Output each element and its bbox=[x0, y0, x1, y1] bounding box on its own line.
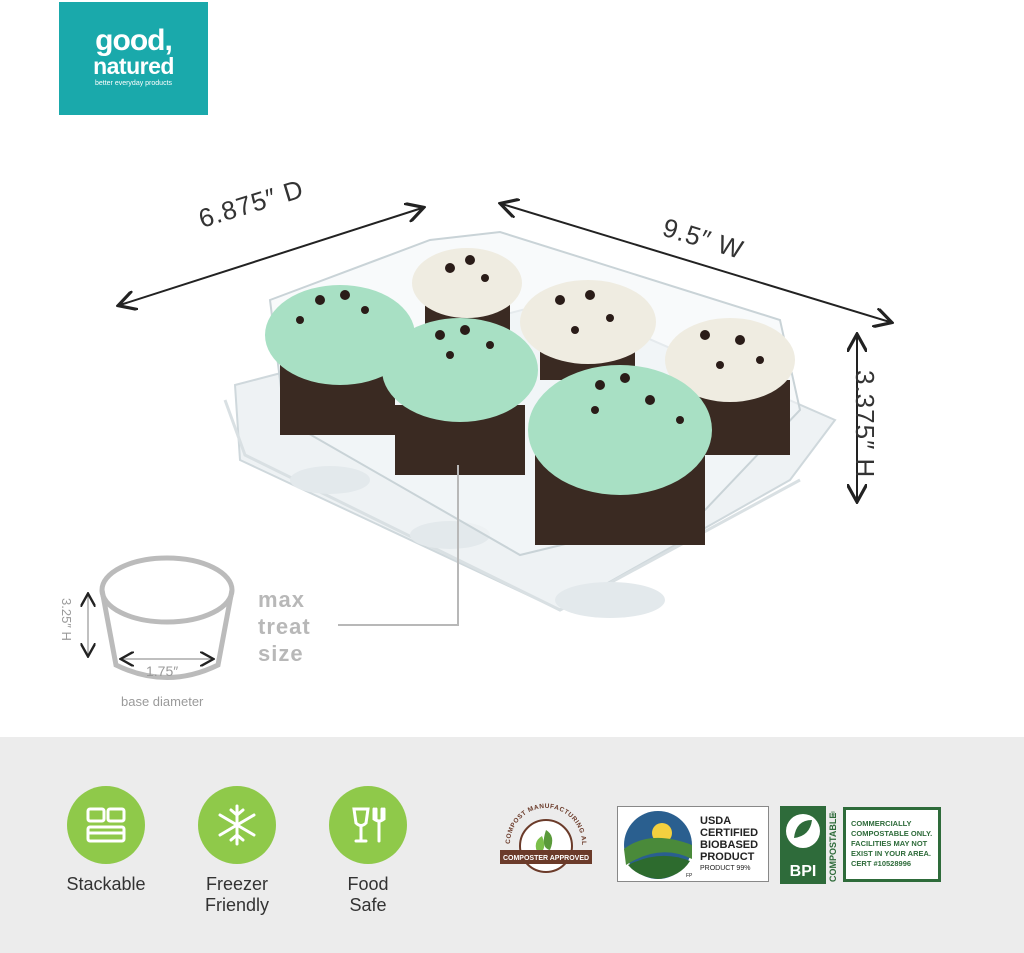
bpi-cert-line-1: COMMERCIALLY bbox=[851, 819, 912, 828]
cup-height-label: 3.25″ H bbox=[59, 598, 74, 641]
snowflake-icon bbox=[198, 786, 276, 864]
bpi-cert-text: COMMERCIALLY COMPOSTABLE ONLY. FACILITIE… bbox=[851, 819, 935, 869]
feature-label-line-1: Freezer bbox=[205, 874, 268, 894]
usda-biobased-badge: FP USDA CERTIFIED BIOBASED PRODUCT PRODU… bbox=[617, 806, 769, 882]
max-treat-line-1: max bbox=[258, 587, 306, 612]
logo-word-good: good, bbox=[95, 24, 173, 57]
height-label: 3.375″ H bbox=[850, 370, 880, 479]
bpi-cert-line-3: FACILITIES MAY NOT bbox=[851, 839, 928, 848]
feature-label-line-2: Safe bbox=[349, 895, 387, 915]
base-diameter-label: base diameter bbox=[121, 694, 204, 709]
feature-stackable: Stackable bbox=[51, 786, 161, 895]
logo-word-natured: natured bbox=[93, 53, 174, 79]
usda-landscape-icon: FP bbox=[624, 811, 693, 879]
width-arrow bbox=[502, 204, 890, 322]
cupcake-mint-2 bbox=[382, 318, 538, 475]
brand-logo: good, natured better everyday products bbox=[59, 2, 208, 115]
cupcake-mint-3 bbox=[528, 365, 712, 545]
bpi-side-text: COMPOSTABLE bbox=[828, 813, 838, 882]
usda-line-4: PRODUCT bbox=[700, 851, 755, 863]
composter-approved-seal: COMPOST MANUFACTURING ALLIANCE COMPOSTER… bbox=[492, 800, 592, 873]
usda-fp-mark: FP bbox=[686, 873, 693, 879]
feature-label: Freezer Friendly bbox=[182, 874, 292, 916]
cupcake-mint-1 bbox=[265, 285, 415, 435]
max-treat-line-3: size bbox=[258, 641, 304, 666]
usda-line-2: CERTIFIED bbox=[700, 827, 759, 839]
feature-label-line-1: Food bbox=[347, 874, 389, 894]
feature-label: Food Safe bbox=[313, 874, 423, 916]
bpi-cert-line-4: EXIST IN YOUR AREA. bbox=[851, 849, 932, 858]
usda-line-1: USDA bbox=[700, 815, 732, 827]
cup-diameter-label: 1.75″ bbox=[146, 663, 179, 679]
depth-arrow bbox=[120, 208, 422, 305]
max-treat-size-label: max treat size bbox=[258, 586, 311, 667]
feature-label-line-2: Friendly bbox=[204, 895, 270, 915]
bpi-compostable-logo: BPI ® COMPOSTABLE bbox=[780, 806, 838, 884]
feature-freezer-friendly: Freezer Friendly bbox=[182, 786, 292, 916]
feature-label: Stackable bbox=[66, 874, 146, 894]
usda-line-3: BIOBASED bbox=[700, 839, 759, 851]
treat-pointer-line bbox=[338, 465, 459, 626]
usda-title: USDA CERTIFIED BIOBASED PRODUCT bbox=[700, 815, 758, 863]
bpi-cert-line-2: COMPOSTABLE ONLY. bbox=[851, 829, 933, 838]
product-illustration bbox=[0, 0, 1024, 680]
bpi-cert-line-5: CERT #10528996 bbox=[851, 859, 912, 868]
feature-food-safe: Food Safe bbox=[313, 786, 423, 916]
max-treat-line-2: treat bbox=[258, 614, 311, 639]
stack-containers-icon bbox=[67, 786, 145, 864]
bpi-registered-mark: ® bbox=[831, 811, 836, 818]
bpi-name: BPI bbox=[790, 863, 817, 880]
cup-outline-icon bbox=[99, 555, 235, 680]
bpi-cert-box: COMMERCIALLY COMPOSTABLE ONLY. FACILITIE… bbox=[843, 807, 941, 882]
logo-tagline: better everyday products bbox=[94, 80, 173, 87]
usda-percent: PRODUCT 99% bbox=[700, 865, 751, 872]
seal-ribbon-text: COMPOSTER APPROVED bbox=[503, 855, 589, 862]
glass-fork-icon bbox=[329, 786, 407, 864]
